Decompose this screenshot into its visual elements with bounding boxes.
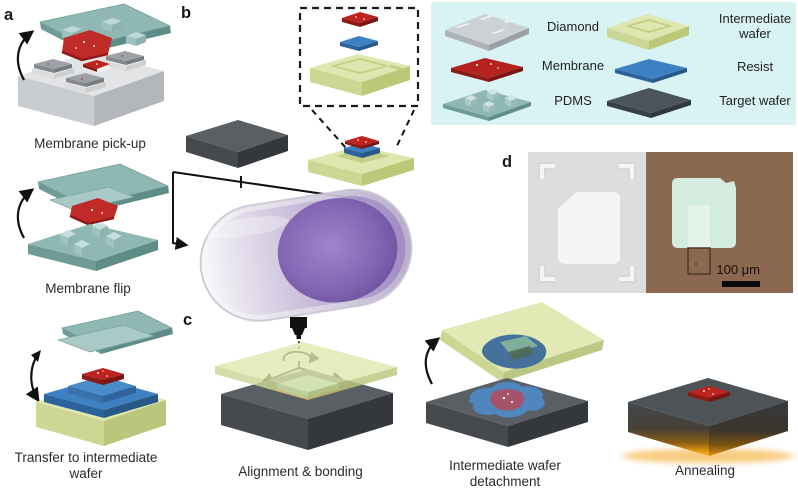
legend-label-intermediate-wafer: Intermediate wafer [718, 11, 792, 41]
membrane-icon [451, 58, 523, 82]
legend-label-resist: Resist [736, 59, 774, 74]
pdms-stamp-shape [56, 310, 173, 354]
micrograph-after-transfer [646, 152, 793, 293]
annealing-illustration [622, 378, 794, 463]
intermediate-wafer-stack-shape [36, 368, 166, 446]
detachment-illustration [424, 302, 604, 447]
legend: Diamond Membrane PDMS Intermedi [431, 2, 796, 125]
intermediate-wafer-transparent-shape [215, 342, 397, 400]
zoom-callout-lines [311, 109, 415, 149]
detach-arrow-icon [424, 337, 441, 385]
plasma-chamber-illustration [199, 188, 413, 322]
caption-detachment: Intermediate wafer detachment [449, 458, 561, 490]
caption-membrane-flip: Membrane flip [45, 281, 131, 296]
membrane-on-substrate-shape [82, 60, 112, 73]
membrane-on-stamp-shape [61, 30, 112, 62]
micrograph-before-transfer [528, 152, 646, 293]
target-wafer-heated-shape [628, 378, 788, 456]
intermediate-wafer-shape [310, 54, 410, 96]
panel-label-a: a [4, 6, 14, 24]
legend-label-pdms: PDMS [554, 93, 592, 108]
assembled-stack-illustration [308, 136, 414, 186]
diamond-icon [445, 14, 529, 51]
caption-alignment: Alignment & bonding [238, 464, 363, 479]
caption-transfer: Transfer to intermediate wafer [14, 450, 158, 482]
heat-glow [622, 449, 794, 463]
pdms-stamp-shape [38, 3, 172, 62]
exploded-stack-illustration [298, 6, 420, 108]
bonded-membrane-shape [490, 389, 525, 411]
legend-label-membrane: Membrane [541, 58, 605, 73]
panel-label-d: d [502, 153, 513, 171]
microscope-objective-icon [290, 317, 307, 339]
membrane-shape [342, 12, 378, 27]
intermediate-wafer-icon [607, 14, 689, 50]
diamond-chips-shape [32, 51, 146, 93]
target-wafer-shape [426, 378, 588, 447]
caption-annealing: Annealing [674, 463, 736, 478]
membrane-shape [82, 368, 124, 385]
target-wafer-illustration [186, 120, 288, 168]
membrane-flip-illustration [16, 163, 170, 271]
plasma-glow [277, 198, 398, 303]
alignment-bonding-illustration [215, 342, 397, 450]
transfer-arrow-icon [25, 350, 41, 403]
flip-arrow-icon [16, 188, 35, 239]
caption-membrane-pickup: Membrane pick-up [34, 136, 146, 151]
legend-label-target-wafer: Target wafer [719, 93, 791, 108]
outlined-region-shape [687, 247, 711, 275]
legend-label-diamond: Diamond [546, 19, 600, 34]
membrane-on-flipped-stamp-shape [69, 198, 118, 226]
pdms-base-shape [28, 222, 158, 271]
membrane-shape [688, 386, 730, 402]
resist-shape [340, 36, 378, 51]
pdms-icon [443, 89, 531, 121]
target-wafer-icon [607, 88, 691, 118]
device-region-shape [688, 205, 710, 248]
pickup-arrow-icon [16, 30, 35, 81]
transfer-illustration [25, 310, 173, 446]
resist-icon [615, 59, 687, 83]
resist-layer-shape [44, 376, 158, 418]
intermediate-wafer-lifted-shape [440, 302, 604, 382]
panel-label-c: c [183, 311, 193, 329]
membrane-micrograph-shape [558, 192, 620, 264]
membrane-shape [345, 136, 379, 149]
alignment-marks [539, 163, 635, 282]
membrane-pickup-illustration [16, 3, 172, 126]
scale-bar [722, 281, 760, 287]
scale-bar-label: 100 μm [716, 262, 760, 277]
flipped-stamp-shape [36, 163, 170, 226]
panel-label-b: b [181, 4, 192, 22]
